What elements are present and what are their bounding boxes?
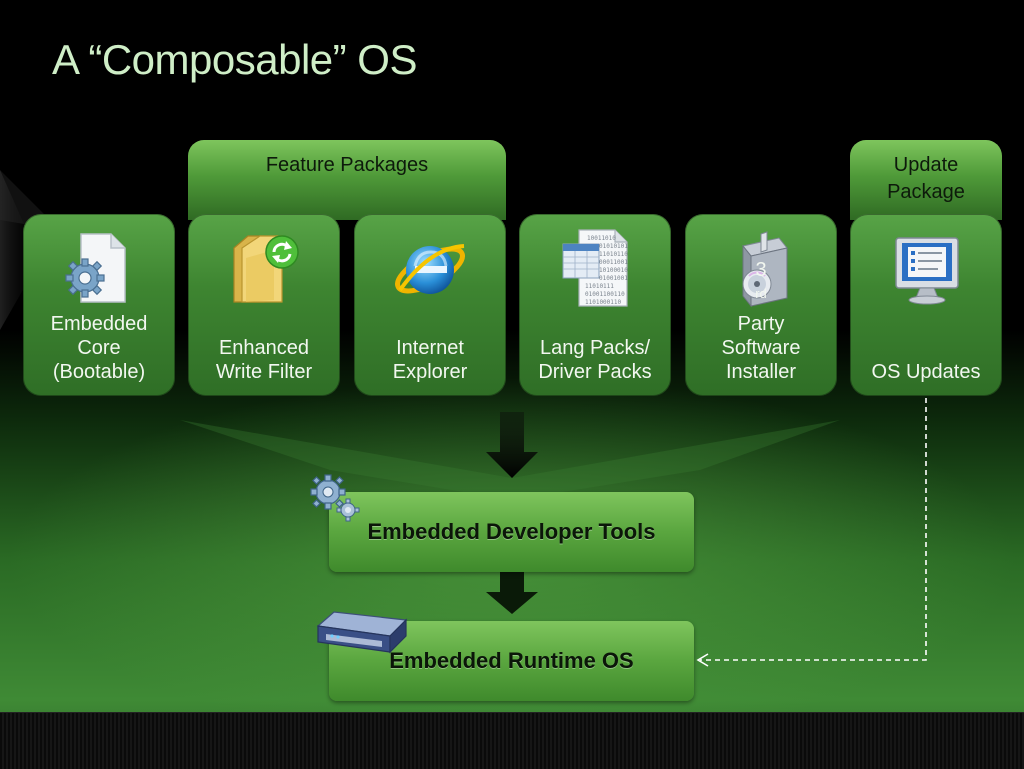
feature-packages-label: Feature Packages [265,154,429,176]
os-updates-connector [696,398,927,667]
gears-icon [310,474,360,522]
tile-enhanced-write-filter: Enhanced Write Filter [188,214,340,396]
bottom-strip [0,712,1024,769]
tile-enhanced-write-filter-label: Enhanced Write Filter [215,337,313,383]
update-package-label-line1: Update [893,154,959,176]
binary-line: 01001001 [599,275,628,282]
network-device-icon [316,611,408,654]
feature-packages-header: Feature Packages [188,140,506,220]
embedded-developer-tools-box: Embedded Developer Tools [329,492,694,572]
tile-lang-driver-packs-label: Lang Packs/ Driver Packs [538,337,652,383]
embedded-runtime-os-label: Embedded Runtime OS [389,648,634,673]
internet-explorer-icon [395,244,465,294]
slide-title: A “Composable” OS [52,36,418,83]
binary-line: 11010111 [585,283,614,290]
tile-embedded-core-label: Embedded Core (Bootable) [50,313,148,383]
gear-document-icon [65,233,126,303]
update-package-header: Update Package [850,140,1002,220]
binary-document-icon: 10011010 01010101 11010110 00011001 1010… [562,229,628,307]
tile-internet-explorer: Internet Explorer [354,214,506,396]
update-package-label-line2: Package [887,181,965,203]
monitor-checklist-icon [895,237,959,305]
binary-line: 10100010 [599,267,628,274]
arrow-down-to-runtime [486,572,538,614]
arrow-down-to-dev-tools [486,412,538,478]
embedded-developer-tools-label: Embedded Developer Tools [367,519,656,544]
tile-embedded-core: Embedded Core (Bootable) [23,214,175,396]
binary-line: 01001100110 [585,291,625,298]
tile-os-updates: OS Updates [850,214,1002,396]
binary-line: 01010101 [599,243,628,250]
binary-line: 10011010 [587,235,616,242]
tile-os-updates-label: OS Updates [871,361,981,383]
binary-line: 00011001 [599,259,628,266]
folder-refresh-icon [233,235,299,303]
binary-line: 11010110 [599,251,628,258]
tile-lang-driver-packs: 10011010 01010101 11010110 00011001 1010… [519,214,671,396]
binary-line: 1101000110 [585,299,622,306]
software-installer-icon [742,231,788,308]
tile-internet-explorer-label: Internet Explorer [392,337,468,383]
